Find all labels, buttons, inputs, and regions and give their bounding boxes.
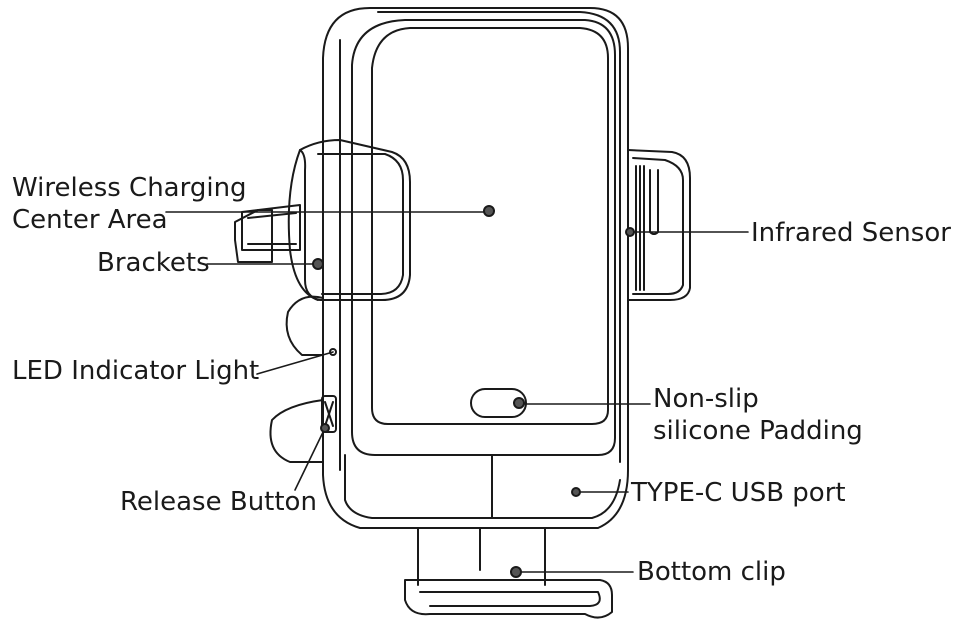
dot-infrared [625, 227, 635, 237]
dot-brackets [312, 258, 324, 270]
leader-lines [165, 211, 749, 573]
dot-release [320, 423, 330, 433]
leader-led [256, 351, 334, 375]
left-bracket [234, 139, 411, 301]
label-release-button: Release Button [120, 487, 317, 517]
dot-nonslip [513, 397, 525, 409]
side-bumps [269, 295, 337, 463]
label-wireless-line2: Center Area [12, 205, 168, 235]
label-nonslip-line1: Non-slip [653, 384, 759, 414]
callout-dots [312, 205, 635, 578]
holder-body [322, 7, 629, 529]
dot-wireless [483, 205, 495, 217]
label-brackets: Brackets [97, 248, 210, 278]
leader-release [294, 427, 326, 491]
label-infrared-sensor: Infrared Sensor [751, 218, 951, 248]
bottom-clip [404, 527, 613, 619]
label-nonslip-line2: silicone Padding [653, 416, 863, 446]
label-bottom-clip: Bottom clip [637, 557, 786, 587]
label-wireless-charging: Wireless Charging Center Area [12, 172, 247, 236]
non-slip-pad [470, 388, 527, 418]
label-led-indicator: LED Indicator Light [12, 356, 260, 386]
label-non-slip: Non-slip silicone Padding [653, 383, 863, 447]
label-wireless-line1: Wireless Charging [12, 173, 247, 203]
label-type-c-port: TYPE-C USB port [631, 478, 846, 508]
right-bracket [627, 149, 691, 301]
dot-typec [571, 487, 581, 497]
dot-bottom [510, 566, 522, 578]
